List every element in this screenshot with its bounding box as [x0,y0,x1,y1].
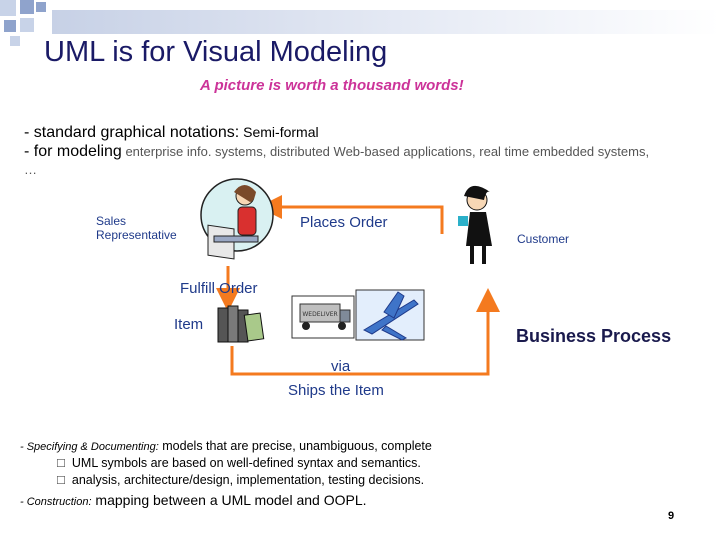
checkbox-bullet-icon: ☐ [56,475,66,487]
notation-lead: - standard graphical notations: [24,124,240,141]
bullet-text: UML symbols are based on well-defined sy… [71,456,421,470]
modeling-continuation: … [24,162,37,177]
slide-subtitle: A picture is worth a thousand words! [200,77,464,94]
modeling-line: - for modeling enterprise info. systems,… [24,143,649,161]
places-order-arrow [258,195,444,234]
places-order-label: Places Order [300,214,388,231]
corner-square [20,0,34,14]
construction-rest: mapping between a UML model and OOPL. [91,492,367,508]
checkbox-bullet-icon: ☐ [56,458,66,470]
sales-rep-label: Sales Representative [96,214,186,242]
modeling-lead: - for modeling [24,143,122,160]
truck-illustration: WEDELIVER [291,295,355,339]
specifying-lead: - Specifying & Documenting: [20,441,159,453]
corner-square [36,2,46,12]
bullet-text: analysis, architecture/design, implement… [71,473,425,487]
bullet-item: ☐ UML symbols are based on well-defined s… [56,456,421,470]
specifying-rest: models that are precise, unambiguous, co… [158,439,432,453]
slide-title: UML is for Visual Modeling [44,36,388,68]
specifying-line: - Specifying & Documenting: models that … [20,439,432,453]
item-files-illustration [217,305,265,343]
customer-illustration [458,185,492,264]
construction-lead: - Construction: [20,496,92,508]
via-label: via [331,358,351,375]
page-number: 9 [668,510,675,522]
bullet-item: ☐ analysis, architecture/design, implemen… [56,473,424,487]
corner-square [4,20,16,32]
corner-square [20,18,34,32]
ships-item-label: Ships the Item [288,382,384,399]
corner-square [10,36,20,46]
airplane-illustration [355,289,425,341]
ships-item-arrow [230,288,500,376]
title-bar-gradient [52,10,720,34]
modeling-rest: enterprise info. systems, distributed We… [121,144,650,159]
sales-rep-illustration [200,178,274,260]
business-process-label: Business Process [516,326,672,346]
construction-line: - Construction: mapping between a UML mo… [20,492,367,508]
customer-label: Customer [517,232,570,246]
sales-rep-text: Sales Representative [96,214,177,242]
notation-rest: Semi-formal [239,124,319,140]
truck-sign: WEDELIVER [302,311,337,318]
notation-line: - standard graphical notations: Semi-for… [24,124,319,142]
item-label: Item [174,316,204,333]
fulfill-order-label: Fulfill Order [180,280,258,297]
corner-square [0,0,16,16]
